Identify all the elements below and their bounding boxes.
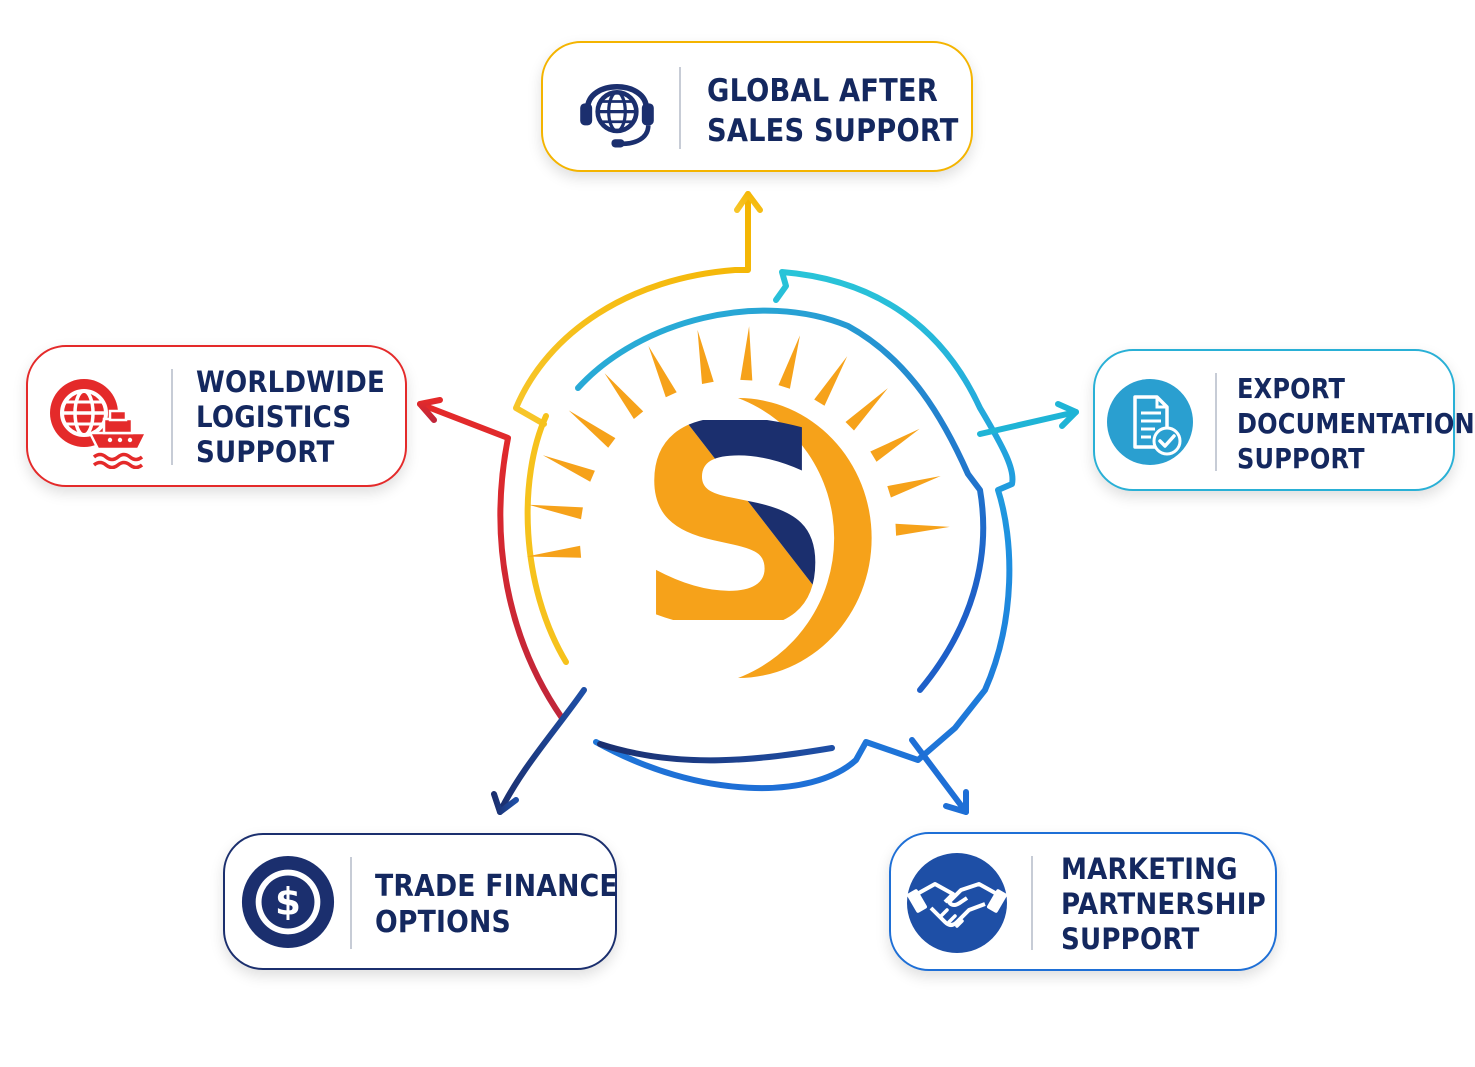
sun-ray	[895, 523, 950, 536]
export-label-line: SUPPORT	[1237, 442, 1365, 475]
sun-ray	[814, 356, 848, 406]
inner-arc-yellow	[524, 413, 569, 665]
sun-ray	[887, 476, 941, 498]
after-sales-label: GLOBAL AFTER SALES SUPPORT	[707, 71, 959, 151]
sun-ray	[845, 388, 888, 431]
dollar-coin-icon: $	[241, 855, 335, 949]
connector-marketing	[909, 737, 969, 815]
logistics-label: WORLDWIDE LOGISTICS SUPPORT	[196, 365, 385, 470]
card-divider	[350, 857, 352, 949]
connector-export	[977, 401, 1079, 437]
sun-ray	[568, 410, 616, 448]
sun-ray	[778, 335, 800, 389]
sun-ring	[738, 398, 872, 678]
sun-rays	[526, 326, 950, 558]
sun-ray	[528, 504, 583, 520]
handshake-icon	[907, 853, 1007, 953]
card-divider	[1031, 856, 1033, 950]
sun-ray	[870, 428, 920, 462]
sun-ray	[740, 326, 753, 381]
export-label-line: DOCUMENTATION	[1237, 407, 1475, 440]
finance-label-line: TRADE FINANCE	[375, 869, 618, 904]
logistics-label-line: LOGISTICS	[196, 400, 352, 434]
svg-text:$: $	[275, 880, 301, 924]
card-global-after-sales-support: GLOBAL AFTER SALES SUPPORT	[541, 41, 973, 172]
globe-ship-icon	[50, 379, 149, 469]
connector-finance	[491, 687, 835, 815]
logistics-label-line: WORLDWIDE	[196, 365, 385, 399]
marketing-label-line: MARKETING	[1061, 852, 1238, 886]
connector-after-sales	[513, 191, 763, 427]
sun-ray	[697, 329, 714, 384]
outer-arc-cyan	[593, 269, 1016, 792]
export-label-line: EXPORT	[1237, 372, 1346, 405]
document-check-icon	[1107, 379, 1193, 465]
marketing-label-line: SUPPORT	[1061, 922, 1200, 956]
finance-label-line: OPTIONS	[375, 905, 511, 940]
inner-arc-cyan	[575, 307, 987, 693]
sun-ray	[526, 545, 582, 558]
marketing-label: MARKETING PARTNERSHIP SUPPORT	[1061, 852, 1266, 957]
headset-globe-icon	[580, 84, 654, 148]
card-worldwide-logistics-support: WORLDWIDE LOGISTICS SUPPORT	[26, 345, 407, 487]
logistics-label-line: SUPPORT	[196, 435, 335, 469]
sun-ray	[604, 373, 644, 419]
card-divider	[171, 369, 173, 465]
card-divider	[679, 67, 681, 149]
card-marketing-partnership-support: MARKETING PARTNERSHIP SUPPORT	[889, 832, 1277, 971]
card-divider	[1215, 373, 1217, 471]
export-label: EXPORT DOCUMENTATION SUPPORT	[1237, 371, 1475, 476]
finance-label: TRADE FINANCE OPTIONS	[375, 869, 618, 941]
sun-ray	[648, 345, 677, 398]
connector-logistics	[417, 397, 565, 721]
after-sales-label-line: GLOBAL AFTER	[707, 73, 938, 109]
marketing-label-line: PARTNERSHIP	[1061, 887, 1266, 921]
after-sales-label-line: SALES SUPPORT	[707, 113, 959, 149]
card-export-documentation-support: EXPORT DOCUMENTATION SUPPORT	[1093, 349, 1475, 491]
card-trade-finance-options: $ TRADE FINANCE OPTIONS	[223, 833, 618, 970]
sun-ray	[542, 455, 595, 482]
central-logo: S S	[526, 326, 950, 678]
